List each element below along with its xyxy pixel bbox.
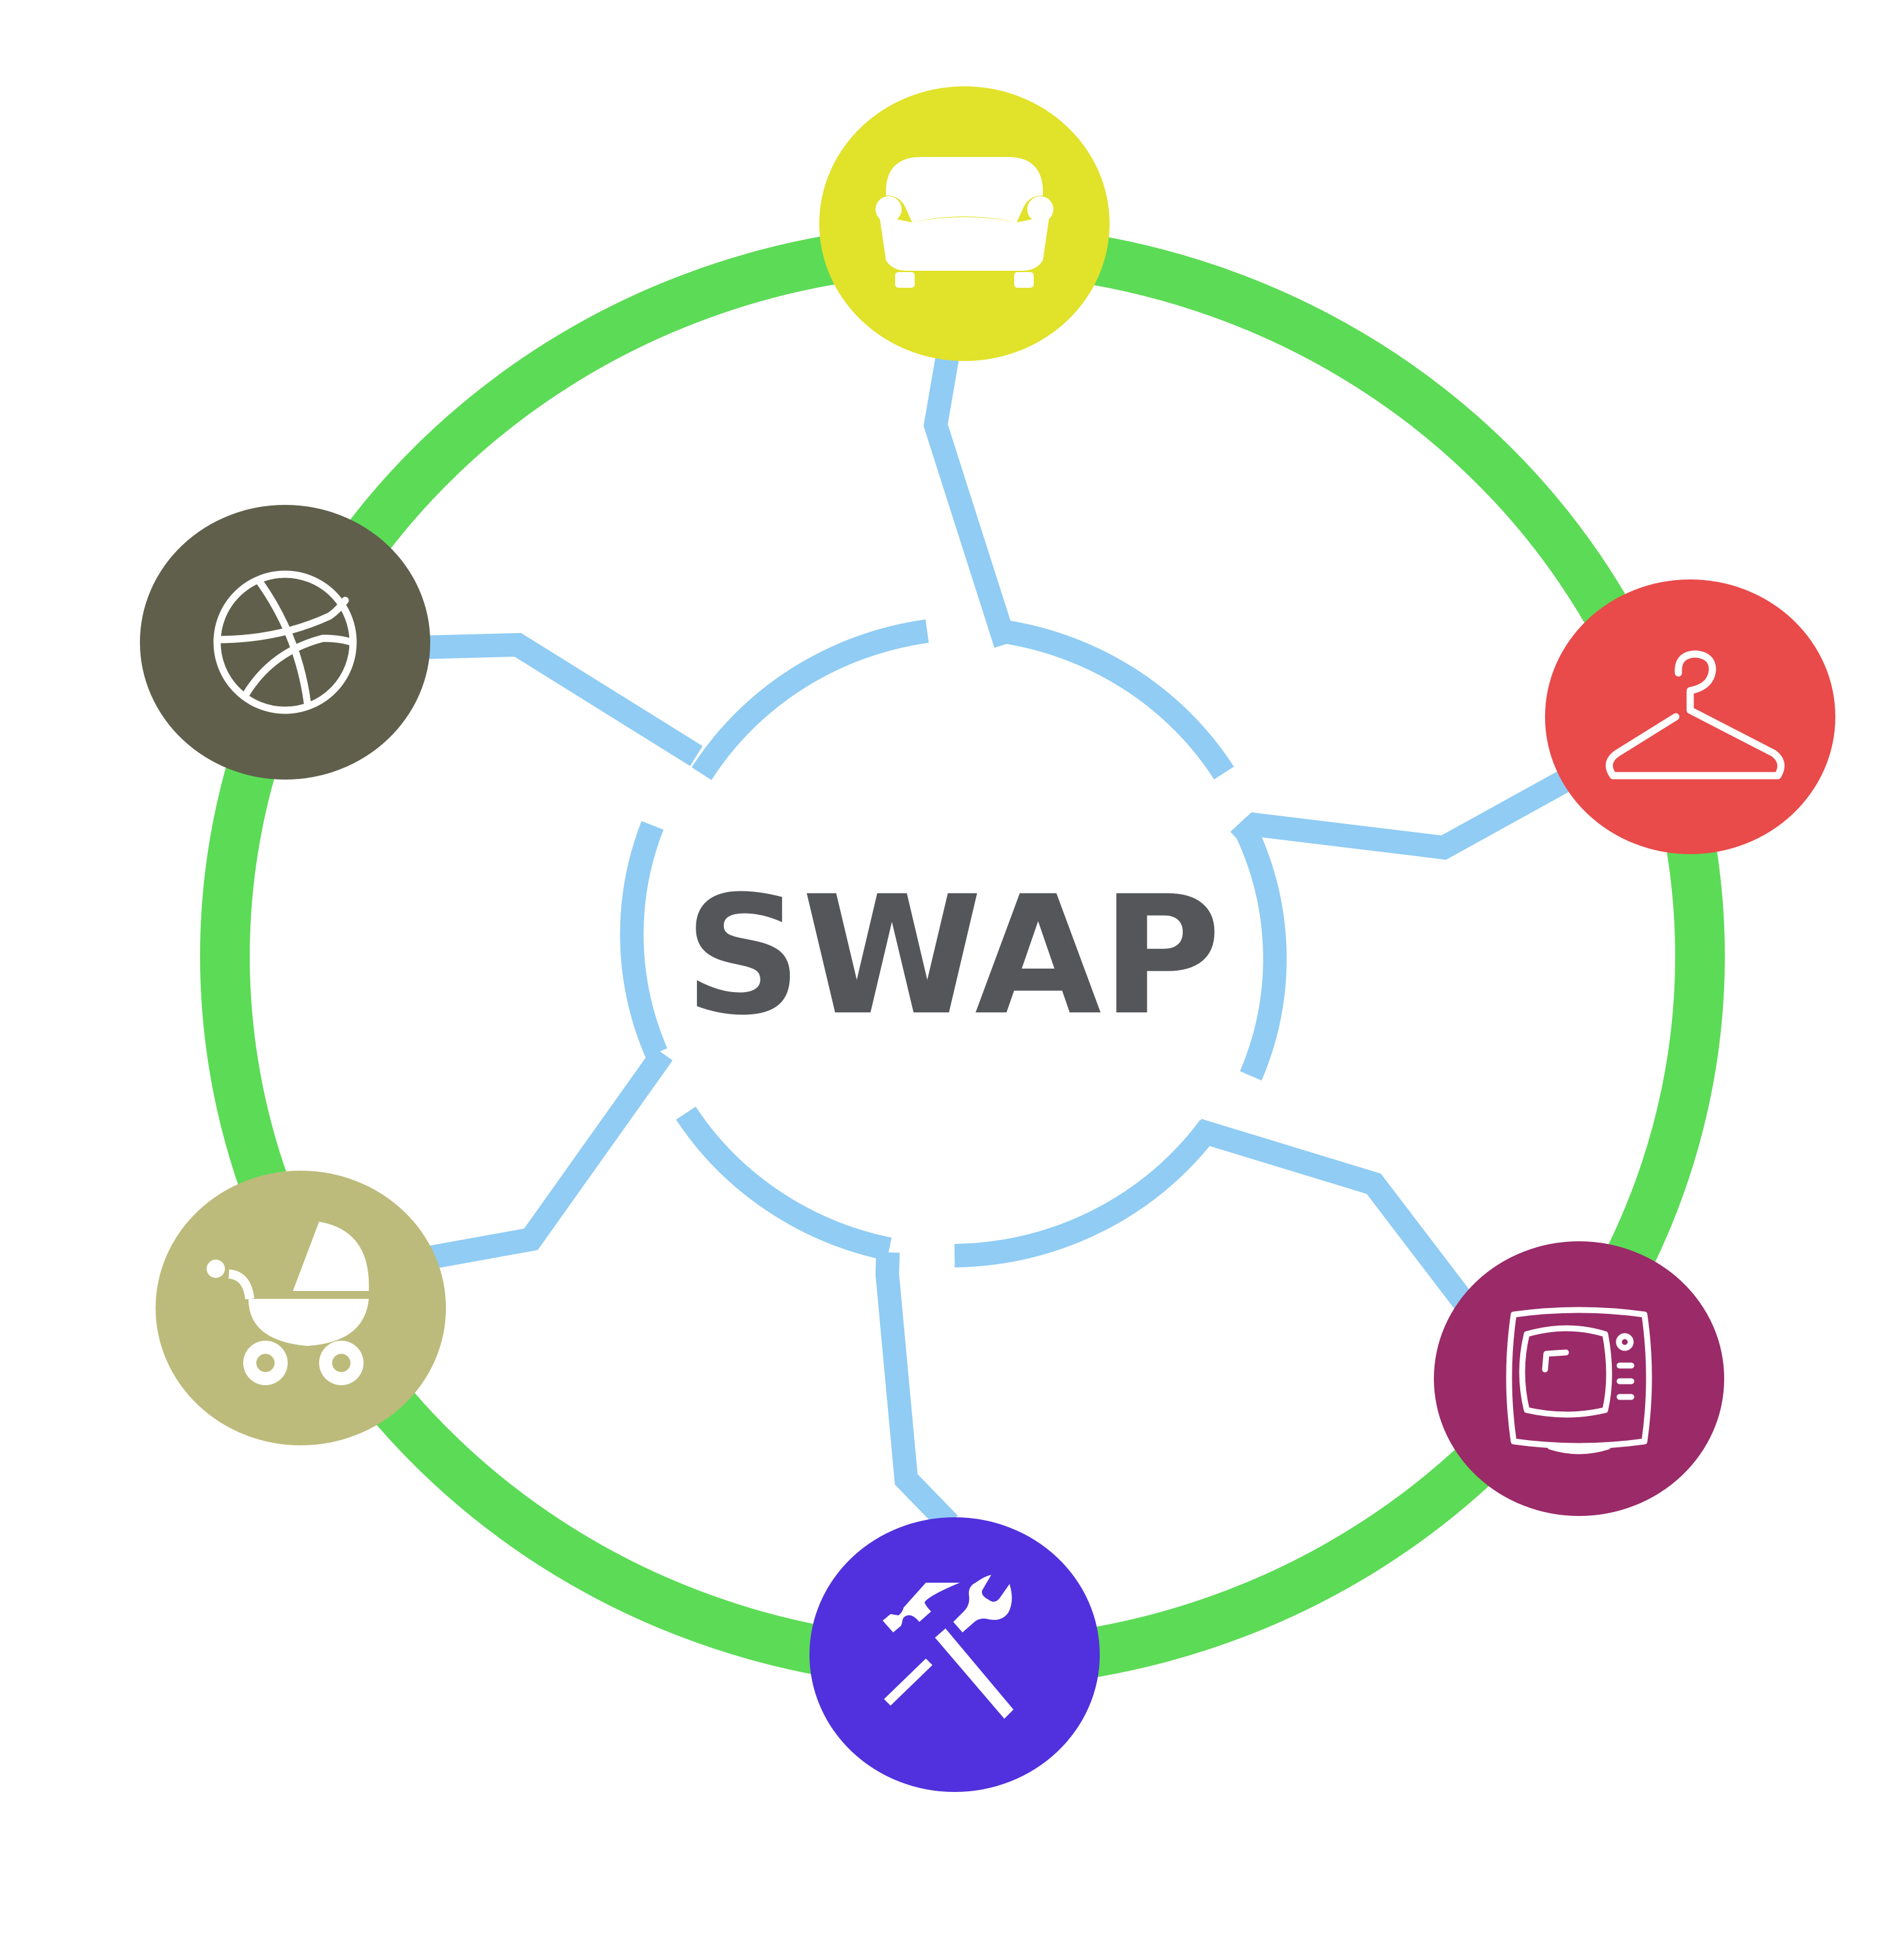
connector-lines [416,351,1575,1532]
node-baby[interactable] [156,1171,446,1445]
inner-arc-right [1236,827,1287,1081]
inner-arc-top-left [691,619,929,780]
connector-clothing [1230,768,1575,860]
ball-icon [213,570,357,714]
sofa-icon [876,157,1053,288]
node-electronics[interactable] [1434,1241,1724,1516]
inner-arc-bottom-right [954,1120,1219,1267]
connector-furniture [923,351,1017,648]
hanger-icon [1605,650,1785,780]
node-sports[interactable] [140,505,430,780]
connector-tools [875,1252,958,1532]
category-nodes [140,86,1835,1792]
connector-sports [418,632,703,766]
connector-electronics [1194,1118,1478,1315]
inner-arc-left [620,821,668,1058]
stroller-wheels [256,1354,350,1372]
node-furniture[interactable] [819,86,1110,361]
node-tools[interactable] [809,1517,1100,1792]
connector-baby [416,1046,673,1271]
center-label: SWAP [684,861,1221,1051]
inner-arc-bottom-left [675,1107,892,1261]
node-sports-circle [140,505,430,780]
hammer-wrench-icon [883,1575,1013,1719]
node-clothing[interactable] [1545,579,1835,854]
tv-icon [1506,1307,1652,1454]
inner-arc-top-right [994,619,1234,780]
node-clothing-circle [1545,579,1835,854]
node-electronics-circle [1434,1241,1724,1516]
